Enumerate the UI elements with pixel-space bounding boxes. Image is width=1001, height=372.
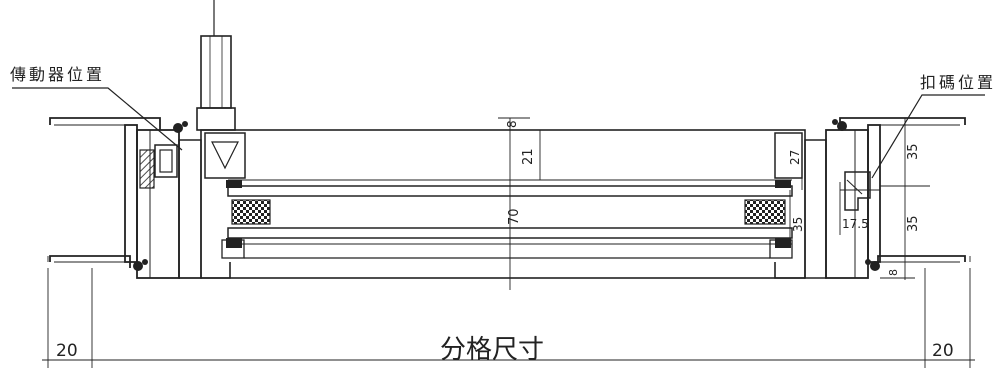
- dim-35-right-bottom: 35: [906, 215, 921, 232]
- span-title: 分格尺寸: [440, 335, 544, 365]
- dim-35-right-top: 35: [906, 143, 921, 160]
- glass-unit: [200, 129, 806, 279]
- actuator-position-label: 傳動器位置: [10, 65, 105, 84]
- dim-27: 27: [788, 150, 802, 165]
- dim-21: 21: [521, 148, 536, 165]
- dim-70: 70: [507, 208, 522, 225]
- dim-17-5: 17.5: [842, 217, 869, 231]
- dim-8-right: 8: [887, 269, 900, 276]
- callout-leaders: [12, 87, 985, 179]
- right-wall-frame: [774, 117, 966, 279]
- dim-35-mid: 35: [791, 217, 805, 232]
- dimension-lines: [42, 117, 975, 368]
- dim-20-right: 20: [932, 341, 954, 361]
- dim-8-top: 8: [505, 120, 519, 128]
- latch-position-label: 扣碼位置: [920, 73, 996, 92]
- actuator-shaft: [196, 0, 236, 131]
- left-wall-frame: [49, 117, 231, 279]
- dim-20-left: 20: [56, 341, 78, 361]
